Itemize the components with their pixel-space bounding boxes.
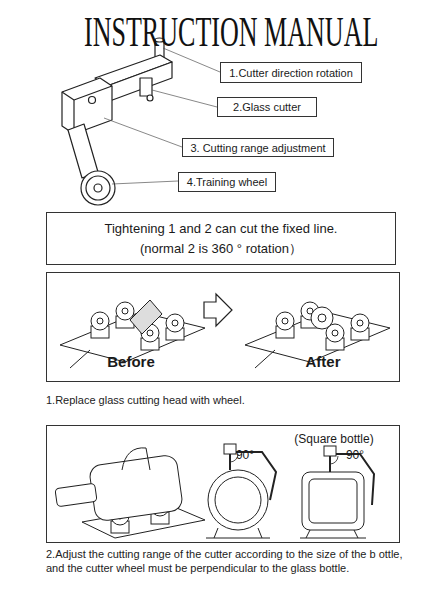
leader-line [112, 181, 178, 184]
instruction-caption: 2.Adjust the cutting range of the cutter… [46, 547, 406, 575]
clamp-edge [62, 92, 74, 100]
illustration-panel: Before After [46, 272, 400, 382]
state-label: Before [91, 353, 171, 370]
cutter-head [324, 446, 336, 456]
roller-unit [116, 302, 134, 328]
wheel-arm [68, 124, 98, 178]
state-label: After [283, 353, 363, 370]
replacement-wheel-hub [318, 314, 326, 322]
roller-unit [166, 314, 184, 340]
bottle-neck [55, 483, 97, 506]
note-box: Tightening 1 and 2 can cut the fixed lin… [46, 212, 396, 265]
roller-unit [91, 312, 109, 338]
callout-box: 2.Glass cutter [217, 97, 317, 117]
training-wheel-hub [94, 184, 102, 192]
round-bottle [208, 470, 268, 530]
training-wheel [81, 171, 115, 205]
bottle-cutter [62, 38, 172, 205]
leader-lines [104, 48, 220, 184]
bottle-body [89, 454, 184, 522]
instruction-caption: 1.Replace glass cutting head with wheel. [46, 393, 406, 407]
round-bottle-rim [215, 477, 261, 523]
square-bottle [302, 472, 364, 530]
panel-label: 90° [230, 448, 260, 462]
right-angle-mark [330, 456, 338, 464]
illustration-panel: (Square bottle) 90° 90° [46, 425, 400, 543]
callout-text: 4.Training wheel [187, 176, 267, 188]
leader-line [152, 90, 217, 107]
cutting-head [130, 300, 162, 334]
panel-label: (Square bottle) [287, 432, 381, 446]
leader-line [104, 118, 182, 147]
cutter-head [224, 444, 236, 454]
stand [206, 528, 270, 538]
bottle-scene [55, 444, 374, 538]
panel-label: 90° [340, 448, 370, 462]
plate-edge [255, 350, 275, 368]
roller-unit [276, 312, 294, 338]
callout-text: 1.Cutter direction rotation [229, 67, 353, 79]
training-wheel-rim [86, 176, 110, 200]
transition-arrow [204, 294, 232, 326]
callout-box: 1.Cutter direction rotation [220, 62, 362, 83]
cutter-arm-front [107, 62, 172, 102]
glass-cutter-mount [140, 78, 152, 96]
cutter-screw [147, 95, 153, 101]
stand [300, 530, 366, 538]
roller-unit [351, 314, 369, 340]
callout-box: 4.Training wheel [178, 172, 276, 192]
note-text: (normal 2 is 360 ° rotation） [47, 239, 395, 259]
adjust-screw [89, 97, 96, 104]
replacement-wheel [311, 307, 333, 329]
roller-unit [326, 324, 344, 350]
callout-text: 3. Cutting range adjustment [190, 142, 325, 154]
note-text: Tightening 1 and 2 can cut the fixed lin… [47, 219, 395, 239]
clamp-head [62, 78, 112, 134]
square-bottle-rim [309, 479, 357, 523]
plate-edge [70, 350, 90, 368]
callout-text: 2.Glass cutter [233, 101, 301, 113]
cutter-arm [122, 448, 150, 470]
page-title: INSTRUCTION MANUAL [84, 8, 358, 56]
callout-box: 3. Cutting range adjustment [182, 138, 334, 157]
